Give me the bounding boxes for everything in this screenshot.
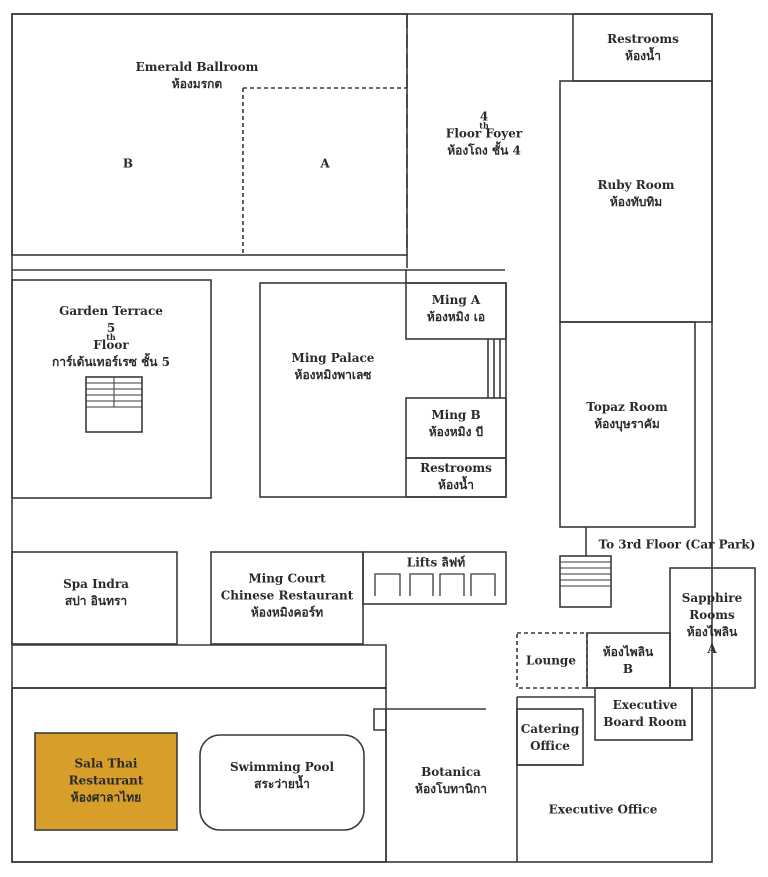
lounge-label: Lounge [526, 653, 576, 668]
swimming-pool[interactable] [199, 734, 365, 831]
emerald-ballroom[interactable] [11, 13, 408, 256]
topaz-room[interactable] [559, 321, 696, 528]
ming-a[interactable] [405, 282, 507, 340]
botanica[interactable] [373, 708, 486, 862]
ballroom-divider [242, 87, 407, 255]
executive-office[interactable] [516, 696, 595, 862]
executive-office-label: Executive Office [548, 802, 658, 817]
sapphire-rooms[interactable] [669, 567, 756, 689]
restrooms-mid[interactable] [405, 457, 507, 498]
ming-palace[interactable] [259, 282, 507, 498]
lifts-label: Lifts ลิฟท์ [406, 555, 466, 570]
ming-passage [487, 339, 501, 398]
to-third-floor-label: To 3rd Floor (Car Park) [598, 537, 756, 552]
lift-cars [374, 573, 496, 596]
ballroom-a-label: A [320, 156, 330, 171]
garden-terrace[interactable] [11, 279, 212, 499]
sala-thai-restaurant[interactable] [34, 732, 178, 831]
lounge[interactable] [516, 632, 588, 689]
spa-indra[interactable] [11, 551, 178, 645]
ballroom-b-label: B [122, 156, 134, 171]
lifts[interactable] [362, 551, 507, 605]
stairs-to-car-park[interactable] [559, 555, 612, 608]
